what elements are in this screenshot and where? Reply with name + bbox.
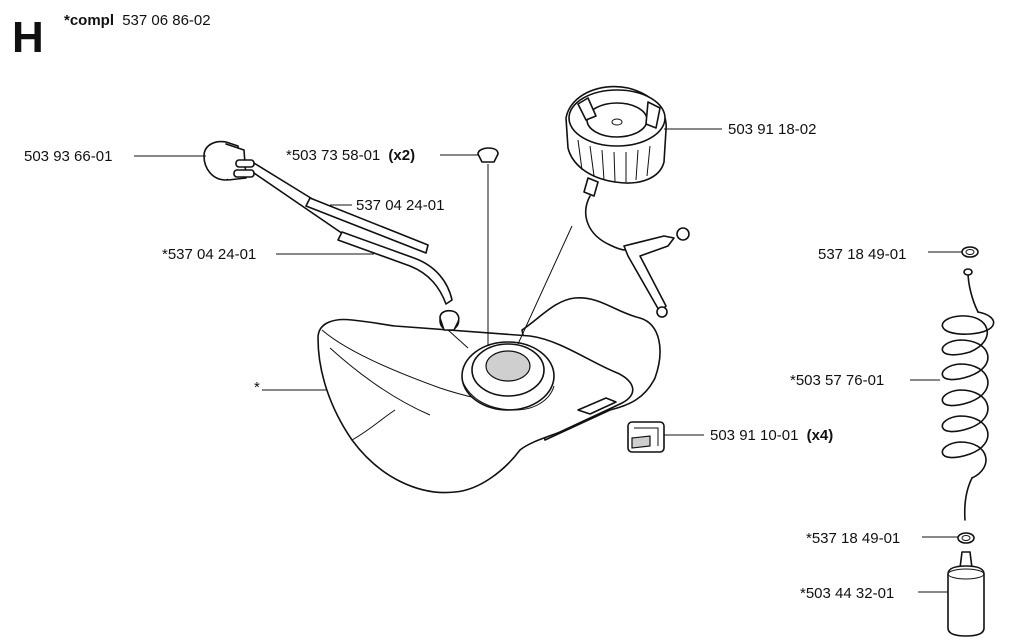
section-letter: H (12, 13, 44, 62)
label-primer-bulb: 503 93 66-01 (24, 148, 112, 165)
fuel-hoses (253, 162, 460, 331)
fuel-cap (565, 85, 690, 318)
grommet-bottom (957, 532, 975, 544)
grommet-top (961, 246, 979, 258)
label-fuel-cap: 503 91 18-02 (728, 121, 816, 138)
spiral-hose (941, 268, 995, 521)
label-tank: * (254, 379, 260, 396)
label-fuel-filter: *503 44 32-01 (800, 585, 894, 602)
label-screw-plug: *503 73 58-01 (x2) (286, 147, 415, 164)
compl-line: *compl 537 06 86-02 (64, 12, 211, 29)
compl-prefix: *compl (64, 12, 114, 29)
leader-lines (134, 128, 962, 593)
label-grommet-top: 537 18 49-01 (818, 246, 906, 263)
rubber-mount (577, 397, 665, 453)
screw-plug (477, 147, 499, 346)
compl-number: 537 06 86-02 (122, 12, 210, 29)
label-rubber-mount: 503 91 10-01 (x4) (710, 427, 833, 444)
primer-bulb (203, 140, 255, 181)
label-rubber-mount-number: 503 91 10-01 (710, 427, 798, 444)
label-fuel-hose-upper: 537 04 24-01 (356, 197, 444, 214)
label-screw-plug-qty: (x2) (388, 147, 415, 164)
label-screw-plug-number: *503 73 58-01 (286, 147, 380, 164)
label-spiral-hose: *503 57 76-01 (790, 372, 884, 389)
label-grommet-bottom: *537 18 49-01 (806, 530, 900, 547)
fuel-tank (317, 297, 661, 494)
fuel-filter (947, 551, 985, 637)
label-rubber-mount-qty: (x4) (807, 427, 834, 444)
label-fuel-hose-lower: *537 04 24-01 (162, 246, 256, 263)
